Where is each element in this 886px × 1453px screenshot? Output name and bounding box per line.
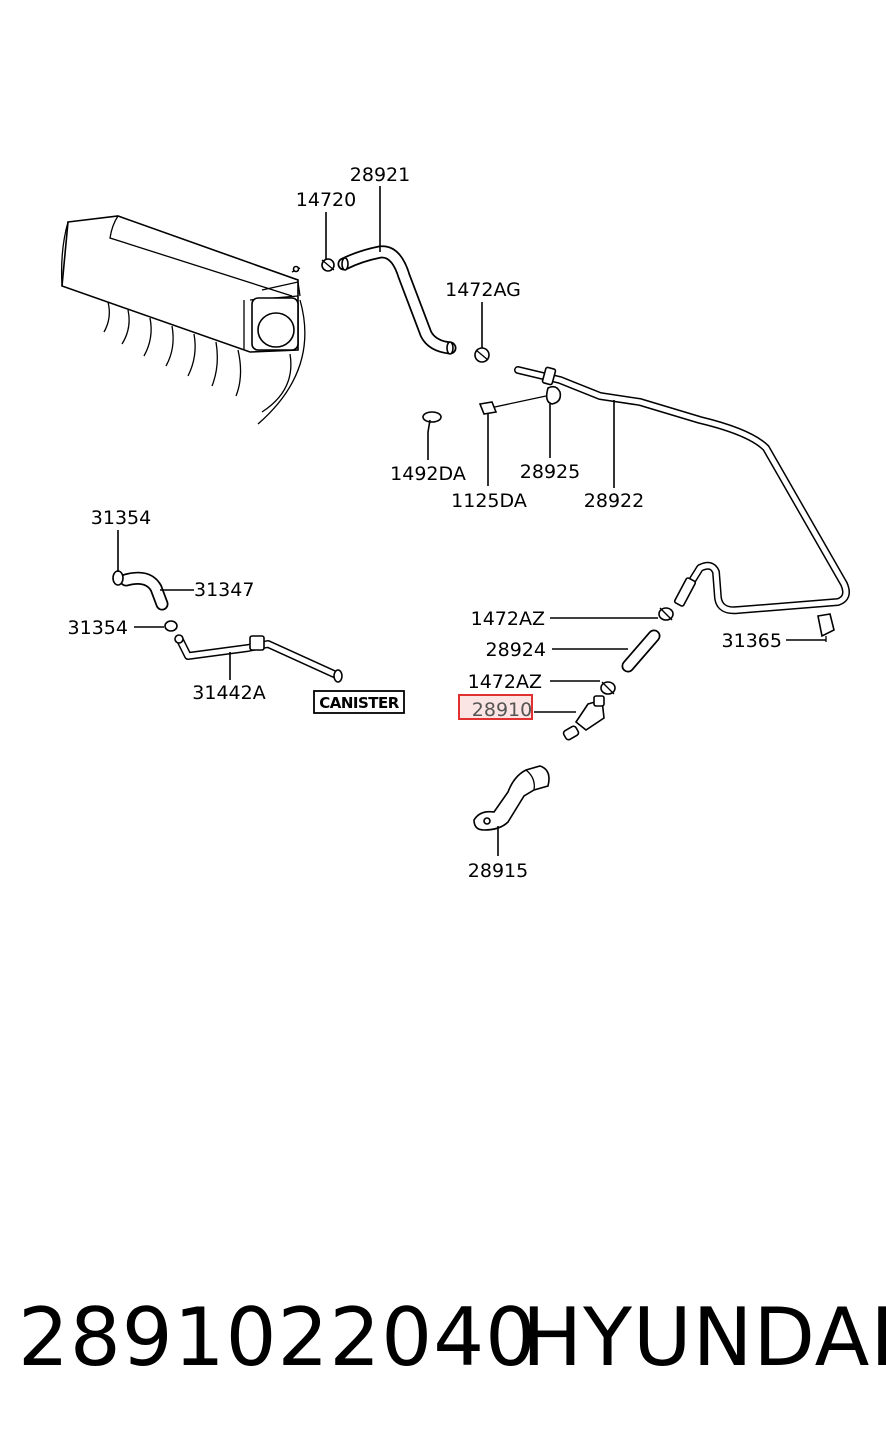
clip-1492DA — [422, 411, 442, 433]
canister-label-box: CANISTER — [313, 690, 405, 714]
callout-1472AZ-lower: 1472AZ — [468, 671, 542, 693]
callout-31347: 31347 — [194, 579, 254, 601]
clamp-1472AZ-upper — [658, 607, 674, 621]
callout-31365: 31365 — [722, 630, 782, 652]
part-number: 2891022040 — [18, 1291, 537, 1384]
callout-28921: 28921 — [350, 164, 410, 186]
callout-1125DA: 1125DA — [451, 490, 527, 512]
filter-28910 — [562, 695, 605, 741]
clamp-1472AG — [474, 347, 490, 363]
clamp-14720 — [321, 258, 335, 272]
highlight-box-28910 — [458, 694, 533, 720]
callout-1492DA: 1492DA — [390, 463, 466, 485]
hose-31347 — [119, 571, 169, 611]
canister-label: CANISTER — [319, 694, 400, 712]
clamp-31354-upper — [112, 570, 124, 586]
pipe-28922 — [514, 366, 850, 615]
callout-28922: 28922 — [584, 490, 644, 512]
callout-labels: 28921 14720 1472AG 1492DA 28925 1125DA 2… — [68, 164, 782, 882]
clamp-31354-lower — [164, 620, 178, 632]
grommet-31365 — [817, 613, 835, 642]
hose-28924 — [621, 629, 661, 673]
hose-28921 — [337, 245, 457, 355]
callout-14720: 14720 — [296, 189, 356, 211]
callout-31442A: 31442A — [192, 682, 265, 704]
bracket-28925 — [489, 385, 562, 409]
pipe-31442A — [174, 634, 343, 683]
bracket-28915 — [473, 765, 550, 831]
bolt-1125DA — [478, 401, 498, 415]
callout-28915: 28915 — [468, 860, 528, 882]
callout-28924: 28924 — [486, 639, 546, 661]
callout-1472AZ-upper: 1472AZ — [471, 608, 545, 630]
intake-manifold — [60, 215, 306, 425]
callout-28910: 28910 — [472, 699, 532, 721]
callout-28925: 28925 — [520, 461, 580, 483]
callout-1472AG: 1472AG — [445, 279, 521, 301]
parts-diagram: CANISTER 28921 14720 1472AG 1492DA 28925… — [60, 164, 850, 882]
callout-31354-lower: 31354 — [68, 617, 128, 639]
brand-name: HYUNDAI — [522, 1291, 886, 1384]
clamp-1472AZ-lower — [600, 681, 616, 695]
leader-lines — [117, 186, 826, 856]
callout-31354-upper: 31354 — [91, 507, 151, 529]
